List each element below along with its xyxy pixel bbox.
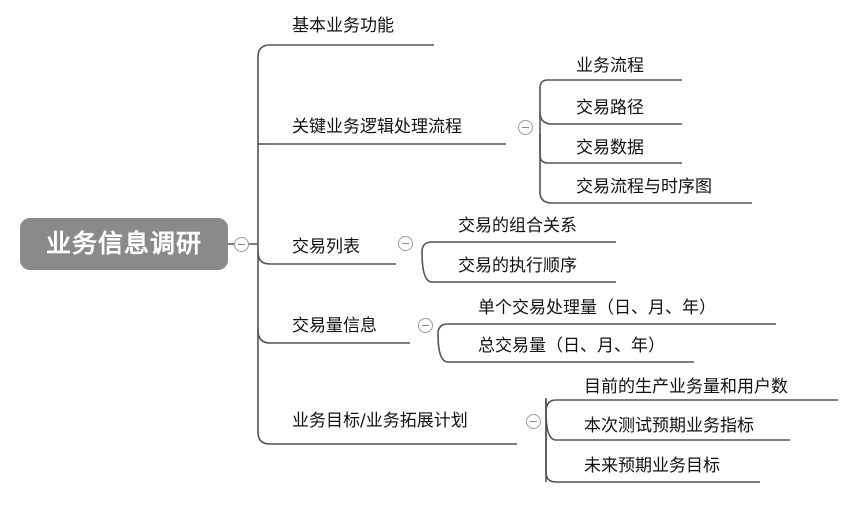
- minus-circle-icon[interactable]: [418, 318, 433, 333]
- branch-transaction-list[interactable]: 交易列表: [292, 237, 360, 257]
- leaf-transaction-path[interactable]: 交易路径: [576, 98, 644, 118]
- branch-key-logic-flow[interactable]: 关键业务逻辑处理流程: [292, 117, 462, 137]
- branch-business-goals[interactable]: 业务目标/业务拓展计划: [292, 411, 468, 431]
- minus-circle-icon[interactable]: [526, 414, 541, 429]
- minus-circle-icon[interactable]: [398, 236, 413, 251]
- leaf-single-volume[interactable]: 单个交易处理量（日、月、年）: [478, 298, 716, 318]
- leaf-transaction-data[interactable]: 交易数据: [576, 138, 644, 158]
- leaf-future-goals[interactable]: 未来预期业务目标: [584, 456, 720, 476]
- branch-volume-info[interactable]: 交易量信息: [292, 316, 377, 336]
- leaf-current-volume-users[interactable]: 目前的生产业务量和用户数: [584, 377, 788, 397]
- leaf-total-volume[interactable]: 总交易量（日、月、年）: [478, 336, 665, 356]
- leaf-expected-indicators[interactable]: 本次测试预期业务指标: [584, 416, 754, 436]
- leaf-execution-order[interactable]: 交易的执行顺序: [458, 256, 577, 276]
- branch-basic-functions[interactable]: 基本业务功能: [292, 16, 394, 36]
- leaf-combination-relation[interactable]: 交易的组合关系: [458, 216, 577, 236]
- minus-circle-icon[interactable]: [234, 237, 249, 252]
- leaf-flow-sequence-diagram[interactable]: 交易流程与时序图: [576, 177, 712, 197]
- minus-circle-icon[interactable]: [518, 120, 533, 135]
- root-node[interactable]: 业务信息调研: [20, 218, 228, 270]
- leaf-business-flow[interactable]: 业务流程: [576, 56, 644, 76]
